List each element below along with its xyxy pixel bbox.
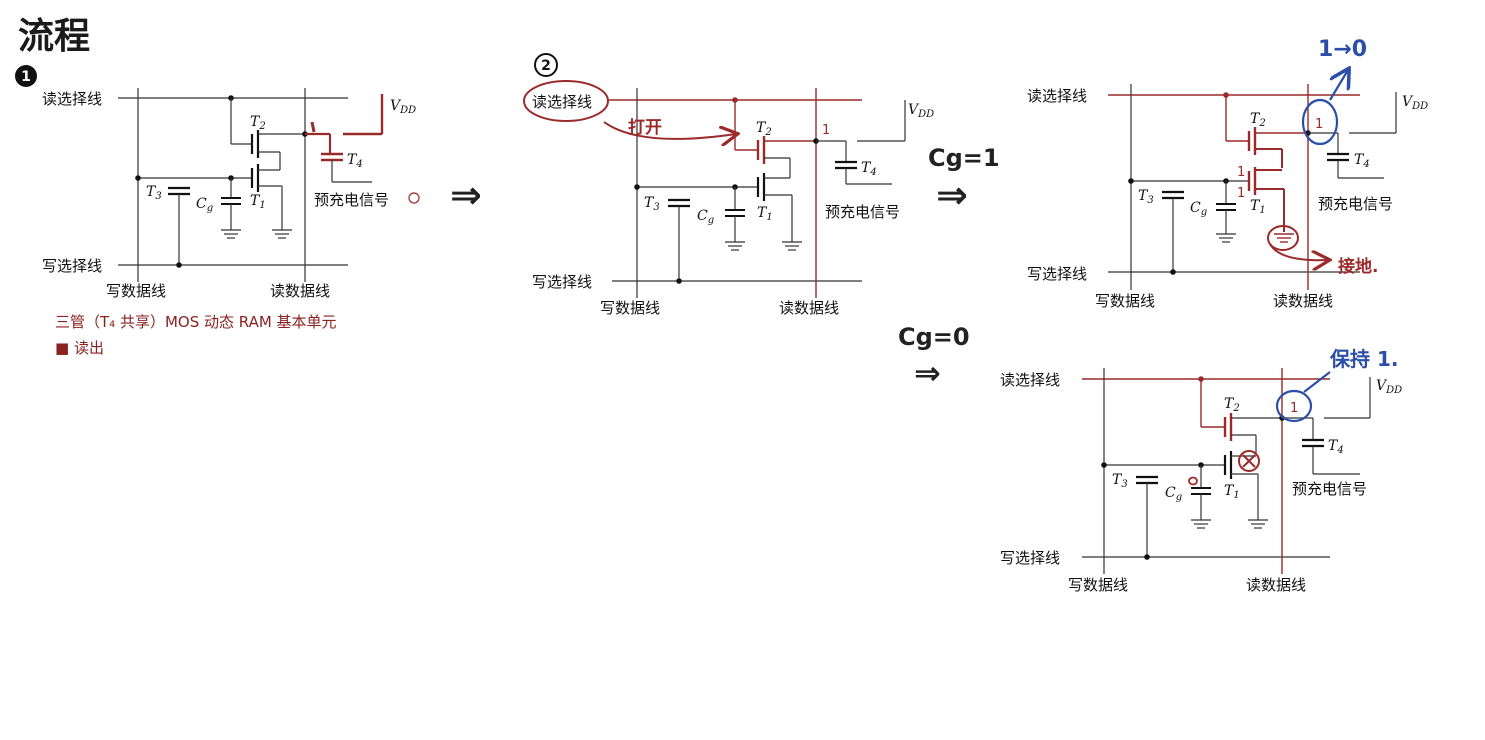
annotation-hold-one: 保持 1. [1329,347,1398,371]
step-2-marker [534,53,558,77]
c3-gate-one: 1 [1237,165,1245,180]
c1-t2-label: T2 [250,114,266,132]
c3-cg-label: Cg [1190,200,1207,218]
c2-read-select-label: 读选择线 [532,93,592,111]
svg-text:Cg: Cg [196,196,213,214]
svg-text:Cg: Cg [697,208,714,226]
c2-read-data-label: 读数据线 [779,299,839,317]
caption-title: 三管（T₄ 共享）MOS 动态 RAM 基本单元 [55,313,337,331]
step-2-label: 2 [541,58,551,74]
c1-vdd-label: VDD [390,98,416,116]
svg-text:T1: T1 [1250,198,1266,216]
svg-text:T3: T3 [1138,188,1154,206]
c2-precharge-label: 预充电信号 [825,203,900,221]
c3-t1-label: T1 [1250,198,1266,216]
page-title: 流程 [18,16,90,57]
svg-text:T2: T2 [1250,111,1266,129]
c4-t1-label: T1 [1224,483,1240,501]
caption-readout: ■ 读出 [55,339,104,357]
svg-text:Cg: Cg [1165,485,1182,503]
svg-text:T2: T2 [1224,396,1240,414]
c4-write-data-label: 写数据线 [1068,576,1128,594]
c3-vdd-label: VDD [1402,94,1428,112]
c4-t2-label: T2 [1224,396,1240,414]
svg-text:T3: T3 [1112,472,1128,490]
c2-t1-label: T1 [757,205,773,223]
c1-t4-label: T4 [347,152,363,170]
svg-text:T1: T1 [1224,483,1240,501]
svg-text:T4: T4 [347,152,363,170]
c1-cg-label: Cg [196,196,213,214]
c4-cg-label: Cg [1165,485,1182,503]
arrow-1: ⇒ [450,173,482,217]
c4-t4-label: T4 [1328,438,1344,456]
c4-read-select-label: 读选择线 [1000,371,1060,389]
svg-text:T2: T2 [756,120,772,138]
step-1-label: 1 [21,69,31,85]
c3-write-data-label: 写数据线 [1095,292,1155,310]
c2-node-one: 1 [822,123,830,138]
c1-write-data-label: 写数据线 [106,282,166,300]
c4-cg-zero-mark [1188,476,1198,486]
condition-cg1: Cg=1 [928,144,1000,172]
circuit-2 [523,80,906,298]
svg-text:T1: T1 [757,205,773,223]
c2-cg-label: Cg [697,208,714,226]
svg-text:T4: T4 [1328,438,1344,456]
c4-vdd-label: VDD [1376,378,1402,396]
c4-read-data-label: 读数据线 [1246,576,1306,594]
condition-cg0: Cg=0 [898,323,970,351]
arrow-2: ⇒ [936,173,968,217]
c1-t1-label: T1 [250,193,266,211]
c3-t4-label: T4 [1354,152,1370,170]
c4-write-select-label: 写选择线 [1000,549,1060,567]
c3-write-select-label: 写选择线 [1027,265,1087,283]
svg-text:T4: T4 [1354,152,1370,170]
circuit-3 [1108,70,1397,290]
svg-text:T4: T4 [861,160,877,178]
c3-read-data-label: 读数据线 [1273,292,1333,310]
c4-precharge-label: 预充电信号 [1292,480,1367,498]
svg-text:VDD: VDD [1376,378,1402,396]
c2-t3-label: T3 [644,195,660,213]
svg-text:VDD: VDD [1402,94,1428,112]
svg-text:T3: T3 [644,195,660,213]
c2-t2-label: T2 [756,120,772,138]
step-1-marker [15,65,37,87]
svg-text:T1: T1 [250,193,266,211]
circuit-1 [118,88,420,282]
c3-node-one: 1 [1315,117,1323,132]
circuit-4 [1082,368,1371,574]
annotation-ground: 接地. [1338,256,1378,277]
c3-read-select-label: 读选择线 [1027,87,1087,105]
c2-write-data-label: 写数据线 [600,299,660,317]
c1-precharge-label: 预充电信号 [314,191,389,209]
c4-t3-label: T3 [1112,472,1128,490]
c2-vdd-label: VDD [908,102,934,120]
arrow-3: ⇒ [914,354,941,392]
c3-cap-one: 1 [1237,186,1245,201]
c1-read-select-label: 读选择线 [42,90,102,108]
svg-text:T3: T3 [146,184,162,202]
c3-t3-label: T3 [1138,188,1154,206]
c3-precharge-label: 预充电信号 [1318,195,1393,213]
svg-text:VDD: VDD [908,102,934,120]
svg-text:VDD: VDD [390,98,416,116]
c1-t3-label: T3 [146,184,162,202]
c2-write-select-label: 写选择线 [532,273,592,291]
c1-read-data-label: 读数据线 [270,282,330,300]
c1-write-select-label: 写选择线 [42,257,102,275]
annotation-open: 打开 [628,117,662,138]
c3-t2-label: T2 [1250,111,1266,129]
c2-t4-label: T4 [861,160,877,178]
svg-text:T2: T2 [250,114,266,132]
svg-text:Cg: Cg [1190,200,1207,218]
annotation-one-to-zero: 1→0 [1318,37,1367,62]
c4-node-one: 1 [1290,401,1298,416]
